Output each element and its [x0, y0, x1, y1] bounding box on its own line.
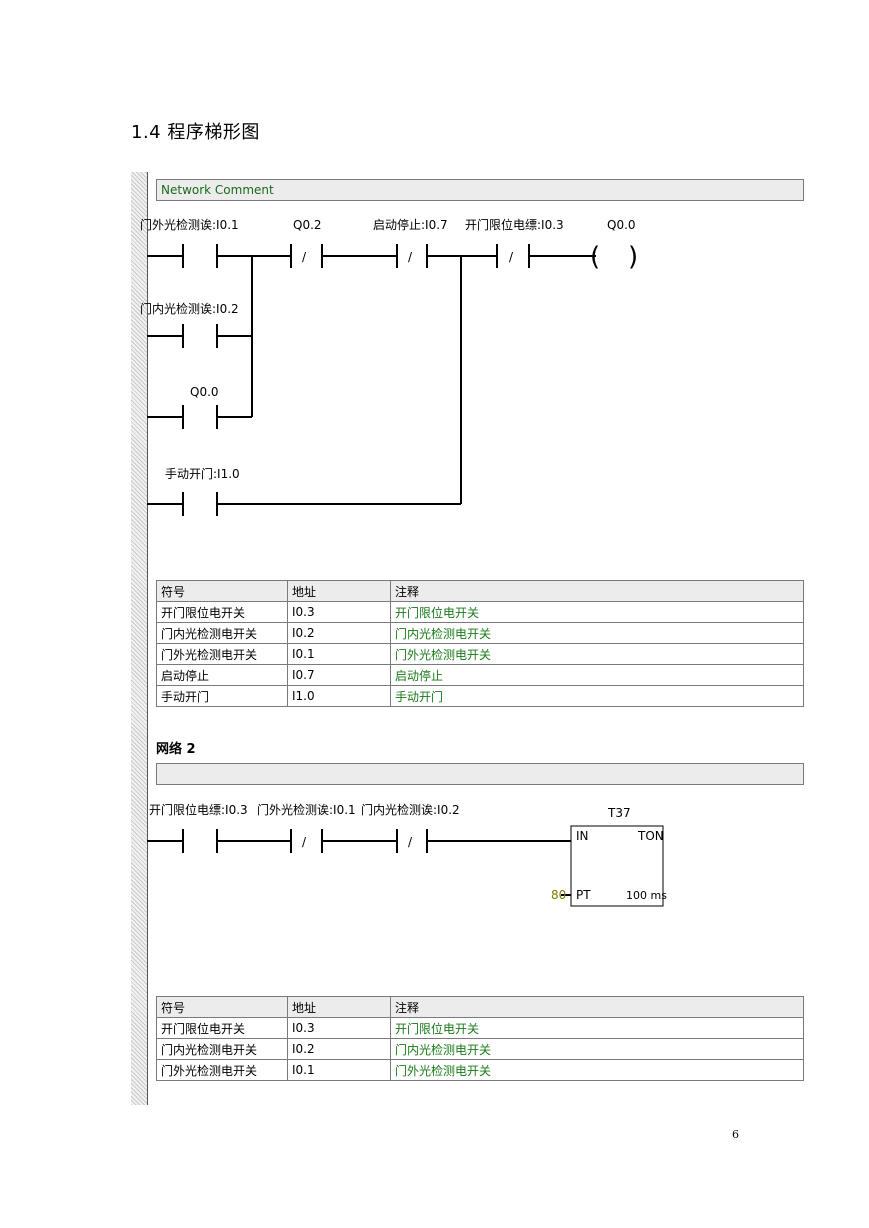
n1-contact2-label: 门内光检测诶:I0.2: [140, 301, 239, 316]
network1-ladder: / / / ( ) 门外光检测诶:I0.1 门内光检测诶:I0.2 Q0.0 手…: [140, 217, 638, 516]
network2-title: 网络 2: [156, 742, 196, 757]
page-number: 6: [732, 1128, 739, 1141]
n2-contact1-label: 开门限位电缥:I0.3: [149, 802, 248, 817]
network2-ladder: / / IN TON PT 100 ms 80 T37 开门限位电缥:I0.3 …: [147, 802, 667, 907]
network2-comment-bar[interactable]: [156, 763, 804, 785]
n1-s3-slash: /: [509, 250, 514, 264]
page-heading: 1.4 程序梯形图: [131, 122, 260, 143]
cell-comment: 启动停止: [390, 664, 804, 686]
cell-address: I0.2: [287, 1038, 391, 1060]
timer-type: TON: [637, 829, 664, 843]
cell-comment: 开门限位电开关: [390, 601, 804, 623]
col-comment: 注释: [390, 580, 804, 602]
cell-symbol: 门内光检测电开关: [156, 622, 288, 644]
n1-s1-slash: /: [302, 250, 307, 264]
n1-series3-label: 开门限位电缥:I0.3: [465, 217, 564, 232]
cell-comment: 门外光检测电开关: [390, 1059, 804, 1081]
cell-address: I0.1: [287, 643, 391, 665]
col-address: 地址: [287, 996, 391, 1018]
network1-comment-text: Network Comment: [161, 183, 274, 197]
n1-contact4-label: 手动开门:I1.0: [165, 466, 240, 481]
n2-c2-slash: /: [302, 835, 307, 849]
col-address: 地址: [287, 580, 391, 602]
n2-contact3-label: 门内光检测诶:I0.2: [361, 802, 460, 817]
n1-contact1-label: 门外光检测诶:I0.1: [140, 217, 239, 232]
cell-comment: 门内光检测电开关: [390, 1038, 804, 1060]
table-header-row: 符号 地址 注释: [156, 996, 804, 1018]
cell-comment: 手动开门: [390, 685, 804, 707]
n1-series1-label: Q0.2: [293, 218, 322, 232]
cell-address: I0.3: [287, 601, 391, 623]
ladder-editor-panel: Network Comment / / / ( ): [131, 172, 811, 1105]
cell-address: I0.1: [287, 1059, 391, 1081]
left-gutter: [131, 172, 148, 1105]
cell-comment: 开门限位电开关: [390, 1017, 804, 1039]
cell-symbol: 启动停止: [156, 664, 288, 686]
network1-comment-bar[interactable]: Network Comment: [156, 179, 804, 201]
n2-contact2-label: 门外光检测诶:I0.1: [257, 802, 356, 817]
n1-series2-label: 启动停止:I0.7: [373, 217, 448, 232]
timer-in-pin: IN: [576, 829, 589, 843]
cell-symbol: 手动开门: [156, 685, 288, 707]
cell-symbol: 门内光检测电开关: [156, 1038, 288, 1060]
cell-address: I0.3: [287, 1017, 391, 1039]
cell-comment: 门外光检测电开关: [390, 643, 804, 665]
cell-symbol: 开门限位电开关: [156, 601, 288, 623]
col-symbol: 符号: [156, 996, 288, 1018]
col-symbol: 符号: [156, 580, 288, 602]
timer-label: T37: [607, 806, 631, 820]
timer-pt-pin: PT: [576, 888, 591, 902]
cell-address: I0.2: [287, 622, 391, 644]
cell-symbol: 门外光检测电开关: [156, 1059, 288, 1081]
n2-c3-slash: /: [408, 835, 413, 849]
cell-address: I1.0: [287, 685, 391, 707]
n1-contact3-label: Q0.0: [190, 385, 219, 399]
timer-block[interactable]: [570, 825, 664, 907]
n1-coil-left: (: [590, 242, 600, 272]
timer-preset-value: 80: [551, 888, 566, 902]
n1-coil-label: Q0.0: [607, 218, 636, 232]
timer-timebase: 100 ms: [626, 889, 667, 902]
col-comment: 注释: [390, 996, 804, 1018]
cell-comment: 门内光检测电开关: [390, 622, 804, 644]
table-header-row: 符号 地址 注释: [156, 580, 804, 602]
cell-symbol: 门外光检测电开关: [156, 643, 288, 665]
cell-address: I0.7: [287, 664, 391, 686]
cell-symbol: 开门限位电开关: [156, 1017, 288, 1039]
n1-s2-slash: /: [408, 250, 413, 264]
n1-coil-right: ): [628, 242, 638, 272]
